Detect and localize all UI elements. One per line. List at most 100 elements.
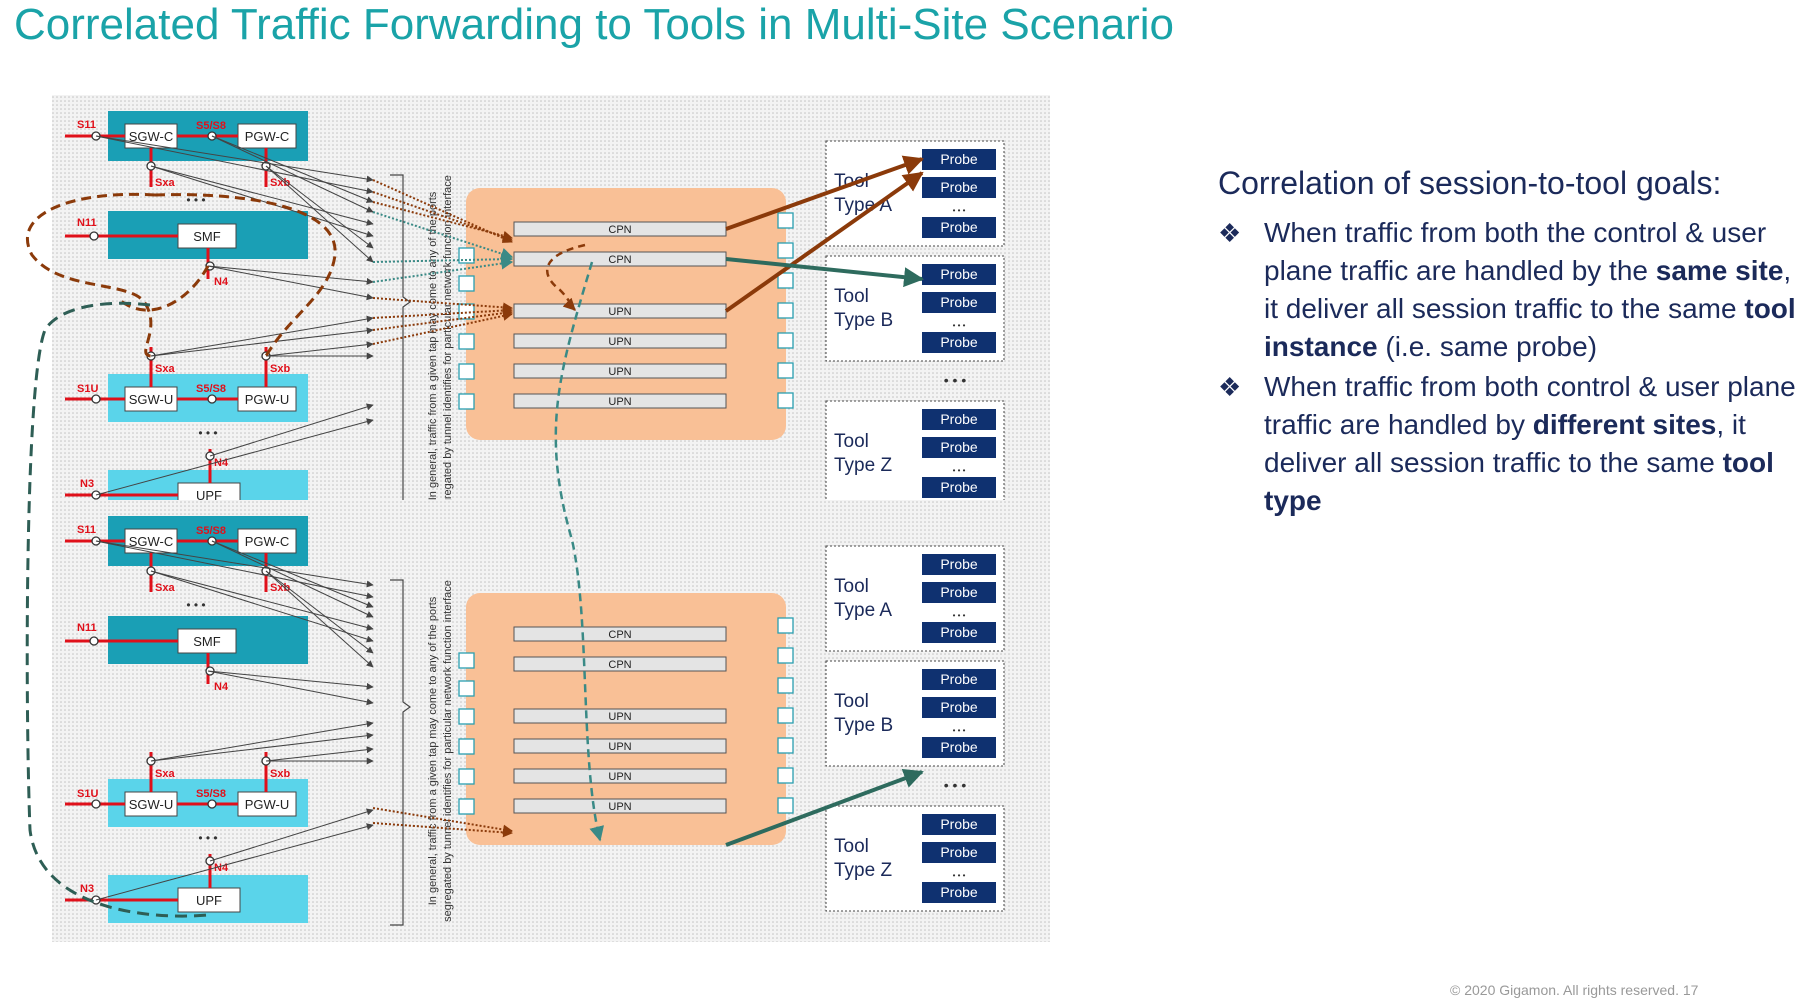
tool-label-line-1: Tool bbox=[834, 286, 869, 307]
probe-box bbox=[922, 814, 996, 835]
goal-text: When traffic from both control & user pl… bbox=[1264, 371, 1796, 440]
ellipsis-top: • • • bbox=[186, 598, 205, 612]
broker-feed-control bbox=[372, 297, 513, 313]
pgw-u-box-label: PGW-U bbox=[245, 392, 290, 407]
tap-note-line-1: In general, traffic from a given tap may… bbox=[427, 596, 439, 905]
broker-row-label: UPN bbox=[608, 801, 631, 813]
n3-label: N3 bbox=[80, 883, 94, 895]
tap-brace bbox=[390, 579, 412, 926]
broker-row-upn bbox=[513, 333, 727, 349]
cross-site-broker-link bbox=[554, 261, 605, 842]
broker-row-upn bbox=[513, 768, 727, 784]
probe-ellipsis: • • • bbox=[953, 321, 966, 330]
probe-label: Probe bbox=[940, 411, 978, 427]
forward-arrow-upn-to-type-b bbox=[725, 768, 924, 847]
tap-note-line-1: In general, traffic from a given tap may… bbox=[427, 191, 439, 500]
sgw-c-box-label: SGW-C bbox=[129, 534, 174, 549]
ingress-port bbox=[458, 363, 475, 380]
sxb-top-label: Sxb bbox=[270, 177, 290, 189]
broker-row-label: CPN bbox=[608, 659, 631, 671]
ellipsis-top: • • • bbox=[186, 193, 205, 207]
sxa-top-label: Sxa bbox=[155, 177, 175, 189]
egress-port bbox=[777, 332, 794, 349]
probe-ellipsis: • • • bbox=[953, 611, 966, 620]
tool-label-line-2: Type A bbox=[834, 600, 892, 621]
sgw-u-box bbox=[124, 386, 178, 412]
probe-label: Probe bbox=[940, 844, 978, 860]
goals-heading: Correlation of session-to-tool goals: bbox=[1218, 165, 1722, 201]
tap-point bbox=[89, 636, 99, 646]
tool-group-ellipsis: • • • bbox=[944, 777, 967, 793]
broker-feed-user bbox=[372, 253, 514, 266]
slide-title: Correlated Traffic Forwarding to Tools i… bbox=[14, 0, 1174, 49]
egress-port bbox=[777, 392, 794, 409]
goals-panel: Correlation of session-to-tool goals: ❖ … bbox=[1218, 165, 1798, 522]
broker-row-label: UPN bbox=[608, 336, 631, 348]
ingress-port bbox=[458, 303, 475, 320]
pgw-u-box-label: PGW-U bbox=[245, 797, 290, 812]
sxa-bottom-label: Sxa bbox=[155, 363, 175, 375]
tap-point bbox=[207, 799, 217, 809]
goal-emphasis: tool type bbox=[1264, 447, 1774, 516]
upf-box-label: UPF bbox=[196, 488, 222, 503]
probe-label: Probe bbox=[940, 816, 978, 832]
four-diamond-bullet-icon: ❖ bbox=[1218, 372, 1242, 402]
egress-port bbox=[777, 242, 794, 259]
broker-feed-user bbox=[372, 211, 514, 260]
broker-row-label: UPN bbox=[608, 771, 631, 783]
probe-box bbox=[922, 737, 996, 758]
tool-label-line-2: Type B bbox=[834, 310, 893, 331]
broker-row-label: UPN bbox=[608, 396, 631, 408]
control-session-loop bbox=[154, 193, 337, 357]
n4-smf-label: N4 bbox=[214, 276, 229, 288]
probe-box bbox=[922, 264, 996, 285]
egress-port bbox=[777, 302, 794, 319]
egress-port bbox=[777, 767, 794, 784]
tap-arrow bbox=[150, 327, 374, 357]
egress-port bbox=[777, 677, 794, 694]
tap-arrow bbox=[265, 341, 374, 357]
probe-ellipsis: • • • bbox=[953, 466, 966, 475]
tap-arrow bbox=[95, 418, 374, 496]
broker-row-upn bbox=[513, 708, 727, 724]
tap-arrow bbox=[95, 135, 374, 183]
tap-arrow bbox=[150, 165, 374, 238]
probe-label: Probe bbox=[940, 739, 978, 755]
ellipsis-bottom: • • • bbox=[198, 426, 217, 440]
sxa-bottom-label: Sxa bbox=[155, 768, 175, 780]
probe-box bbox=[922, 582, 996, 603]
probe-label: Probe bbox=[940, 151, 978, 167]
probe-label: Probe bbox=[940, 884, 978, 900]
broker-row-cpn bbox=[513, 626, 727, 642]
tool-label-line-1: Tool bbox=[834, 431, 869, 452]
broker-feed-site2 bbox=[372, 807, 513, 835]
ingress-port bbox=[458, 708, 475, 725]
goal-different-sites: ❖ When traffic from both control & user … bbox=[1218, 368, 1798, 520]
control-session-loop bbox=[25, 192, 156, 358]
tap-arrow bbox=[211, 540, 374, 618]
sxa-top-label: Sxa bbox=[155, 582, 175, 594]
goal-text: , it deliver all session traffic to the … bbox=[1264, 409, 1746, 478]
broker-feed-control bbox=[372, 308, 513, 331]
probe-label: Probe bbox=[940, 624, 978, 640]
tap-arrow bbox=[211, 540, 374, 608]
tool-label-line-2: Type Z bbox=[834, 860, 892, 881]
tool-label-line-2: Type A bbox=[834, 195, 892, 216]
tap-arrow bbox=[207, 670, 374, 690]
broker-row-label: CPN bbox=[608, 254, 631, 266]
tap-arrow bbox=[211, 135, 374, 203]
tool-label-line-1: Tool bbox=[834, 836, 869, 857]
tap-arrow bbox=[150, 732, 374, 762]
egress-port bbox=[777, 617, 794, 634]
tool-label-line-2: Type B bbox=[834, 715, 893, 736]
forward-arrow-cpn-to-type-b bbox=[725, 257, 924, 288]
tap-arrow bbox=[150, 570, 374, 631]
goal-text: , it deliver all session traffic to the … bbox=[1264, 255, 1792, 324]
broker-feed-user bbox=[372, 257, 514, 283]
n3-label: N3 bbox=[80, 478, 94, 490]
sgw-c-box-label: SGW-C bbox=[129, 129, 174, 144]
smf-box bbox=[177, 628, 237, 654]
